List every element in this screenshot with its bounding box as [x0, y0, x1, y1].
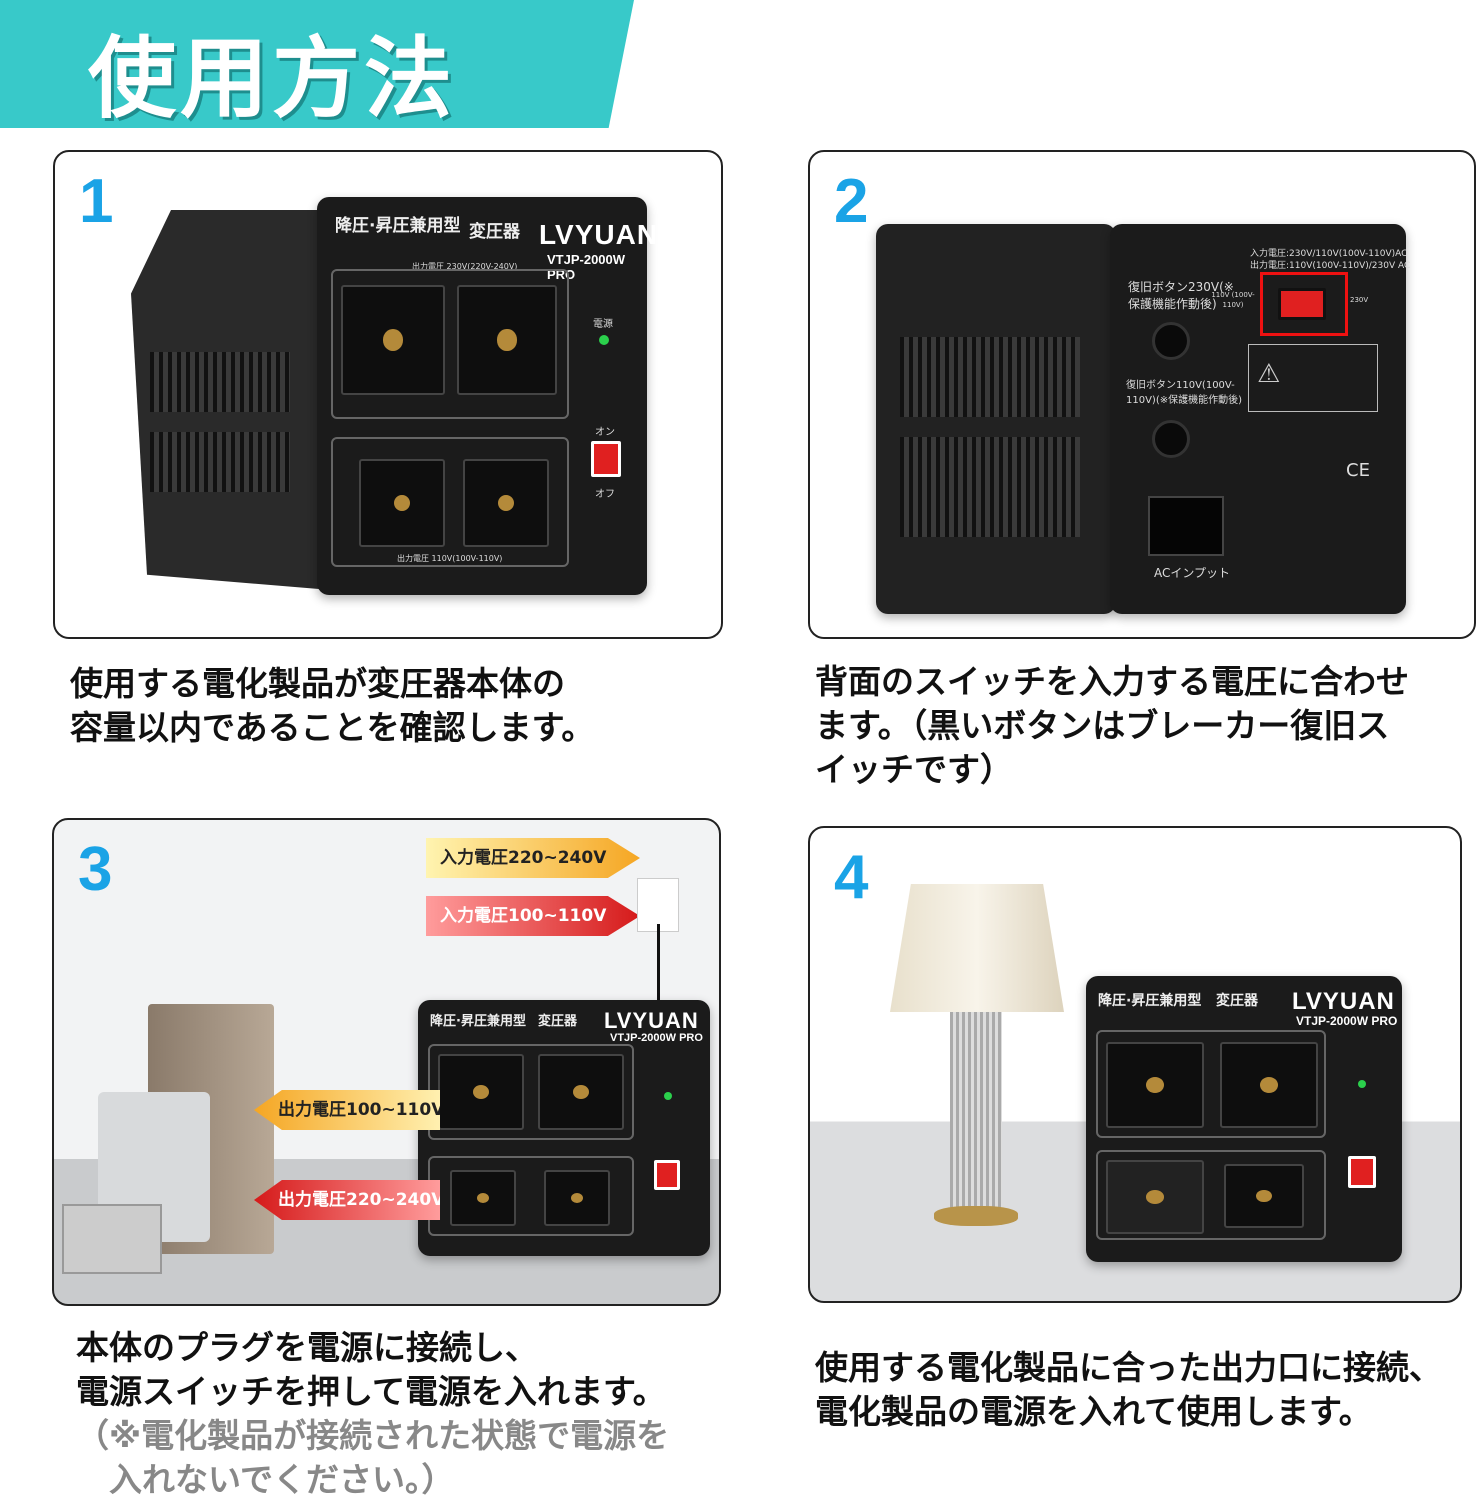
voltage-switch[interactable]: [1278, 288, 1326, 320]
name-label: 変圧器: [1216, 993, 1258, 1009]
transformer-side: [876, 224, 1116, 614]
power-switch[interactable]: [654, 1160, 680, 1190]
arrow-output-100: 出力電圧100~110V: [254, 1090, 440, 1130]
brand-logo: LVYUAN: [604, 1008, 699, 1033]
caption-line: 電源スイッチを押して電源を入れます。: [76, 1372, 666, 1411]
out-110-label: 出力電圧 110V(100V-110V): [397, 554, 503, 563]
lamp-shade: [890, 884, 1064, 1012]
caption-line: 使用する電化製品が変圧器本体の: [70, 664, 565, 703]
step-number: 1: [79, 167, 114, 236]
caption-line: 使用する電化製品に合った出力口に接続、: [815, 1348, 1442, 1387]
vents: [150, 432, 290, 492]
warning-icon: ⚠: [1248, 344, 1378, 412]
socket[interactable]: [438, 1054, 524, 1130]
transformer-front: 降圧·昇圧兼用型 変圧器 LVYUAN VTJP-2000W PRO: [1086, 976, 1402, 1262]
out-230-label: 出力電圧 230V(220V-240V): [412, 262, 518, 271]
note-line: （※電化製品が接続された状態で電源を: [76, 1416, 670, 1455]
type-label: 降圧·昇圧兼用型: [335, 216, 461, 236]
socket-group-110: [428, 1156, 634, 1236]
power-switch[interactable]: [591, 441, 621, 477]
socket-group-230: [331, 269, 569, 419]
caption-line: イッチです）: [815, 750, 1013, 789]
socket[interactable]: [359, 459, 445, 547]
transformer-front: 降圧·昇圧兼用型 変圧器 LVYUAN VTJP-2000W PRO 出力電圧 …: [317, 197, 657, 595]
socket[interactable]: [463, 459, 549, 547]
step-3-note: （※電化製品が接続された状態で電源を 入れないでください。）: [76, 1414, 669, 1502]
reset-230-label: 復旧ボタン230V(※保護機能作動後): [1128, 280, 1234, 311]
microwave: [62, 1204, 162, 1274]
socket[interactable]: [1224, 1164, 1304, 1228]
socket-group-110: [331, 437, 569, 567]
socket-group-110: [1096, 1150, 1326, 1240]
arrow-output-220: 出力電圧220~240V: [254, 1180, 440, 1220]
step-4-image: 4 降圧·昇圧兼用型 変圧器 LVYUAN VTJP-2000W PRO: [808, 826, 1462, 1303]
header-banner: [0, 0, 634, 128]
highlight-frame: [1260, 272, 1348, 336]
transformer-front: 降圧·昇圧兼用型 変圧器 LVYUAN VTJP-2000W PRO: [418, 1000, 710, 1256]
lamp-base: [934, 1206, 1018, 1226]
step-number: 4: [834, 843, 869, 912]
reset-button-110[interactable]: [1152, 420, 1190, 458]
power-switch[interactable]: [1348, 1156, 1376, 1188]
reset-110-label: 復旧ボタン110V(100V-110V)(※保護機能作動後): [1126, 380, 1243, 406]
brand-logo: LVYUAN: [1292, 988, 1395, 1015]
transformer-rear: 入力電圧:230V/110V(100V-110V)AC 出力電圧:110V(10…: [1110, 224, 1410, 614]
caption-line: 背面のスイッチを入力する電圧に合わせ: [815, 662, 1409, 701]
plugged-socket[interactable]: [1106, 1160, 1204, 1234]
vents: [150, 352, 290, 412]
socket[interactable]: [538, 1054, 624, 1130]
note-line: 入れないでください。）: [76, 1460, 455, 1499]
step-number: 2: [834, 167, 869, 236]
socket[interactable]: [544, 1170, 610, 1226]
socket[interactable]: [450, 1170, 516, 1226]
sw-110-label: 110V (100V-110V): [1211, 291, 1255, 309]
ac-input-label: ACインプット: [1154, 566, 1231, 580]
page-title: 使用方法: [88, 27, 457, 130]
reset-button-230[interactable]: [1152, 322, 1190, 360]
name-label: 変圧器: [538, 1014, 578, 1029]
socket[interactable]: [457, 285, 557, 395]
step-1-caption: 使用する電化製品が変圧器本体の 容量以内であることを確認します。: [70, 662, 594, 750]
sw-230-label: 230V: [1350, 296, 1369, 304]
brand-logo: LVYUAN: [539, 219, 659, 250]
type-label: 降圧·昇圧兼用型: [1098, 993, 1202, 1009]
vents: [900, 437, 1080, 537]
step-4-caption: 使用する電化製品に合った出力口に接続、 電化製品の電源を入れて使用します。: [815, 1346, 1442, 1434]
input-spec: 入力電圧:230V/110V(100V-110V)AC: [1250, 249, 1408, 259]
lamp-body: [950, 1012, 1002, 1212]
step-2-image: 2 入力電圧:230V/110V(100V-110V)AC 出力電圧:110V(…: [808, 150, 1476, 639]
output-spec: 出力電圧:110V(100V-110V)/230V AC: [1250, 261, 1411, 271]
caption-line: 電化製品の電源を入れて使用します。: [815, 1392, 1372, 1431]
model-label: VTJP-2000W PRO: [1296, 1014, 1398, 1028]
step-3-caption: 本体のプラグを電源に接続し、 電源スイッチを押して電源を入れます。: [76, 1326, 666, 1414]
socket-group-230: [428, 1044, 634, 1140]
power-led: [664, 1092, 672, 1100]
step-1-image: 1 降圧·昇圧兼用型 変圧器 LVYUAN VTJP-2000W PRO 出力電…: [53, 150, 723, 639]
socket[interactable]: [1106, 1042, 1204, 1128]
power-cord: [657, 924, 660, 1004]
caption-line: 容量以内であることを確認します。: [70, 708, 595, 747]
model-label: VTJP-2000W PRO: [610, 1032, 703, 1044]
socket-group-230: [1096, 1030, 1326, 1138]
power-led: [599, 335, 609, 345]
arrow-input-100: 入力電圧100~110V: [426, 896, 640, 936]
power-label: 電源: [593, 319, 613, 330]
step-number: 3: [78, 835, 113, 904]
vents: [900, 337, 1080, 417]
step-2-caption: 背面のスイッチを入力する電圧に合わせ ます。（黒いボタンはブレーカー復旧ス イッ…: [815, 660, 1409, 792]
name-label: 変圧器: [469, 222, 520, 242]
ac-inlet[interactable]: [1148, 496, 1224, 556]
socket[interactable]: [341, 285, 445, 395]
power-led: [1358, 1080, 1366, 1088]
off-label: オフ: [595, 489, 615, 500]
caption-line: ます。（黒いボタンはブレーカー復旧ス: [815, 706, 1390, 745]
step-3-image: 3 入力電圧220~240V 入力電圧100~110V 降圧·昇圧兼用型 変圧器…: [52, 818, 721, 1306]
type-label: 降圧·昇圧兼用型: [430, 1014, 526, 1029]
arrow-input-220: 入力電圧220~240V: [426, 838, 640, 878]
ce-mark-icon: CE: [1346, 460, 1370, 481]
on-label: オン: [595, 427, 615, 438]
caption-line: 本体のプラグを電源に接続し、: [76, 1328, 538, 1367]
socket[interactable]: [1220, 1042, 1318, 1128]
